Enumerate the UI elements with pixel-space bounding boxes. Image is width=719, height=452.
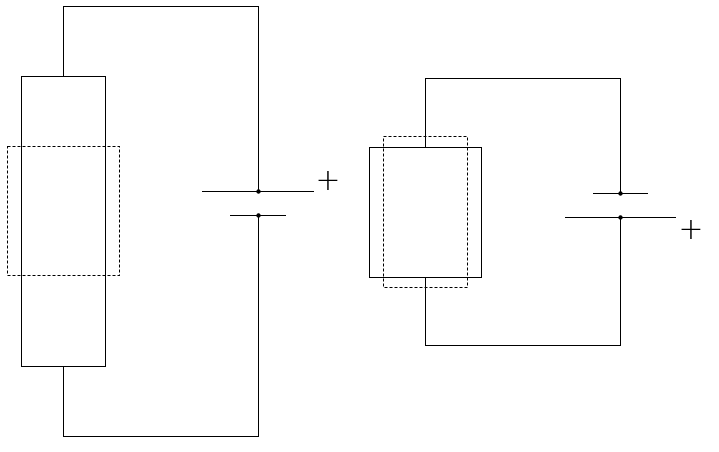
right-resistor-solid-body [369, 147, 482, 278]
right-battery-bottom-node [618, 215, 623, 220]
left-resistor-dashed-outline [7, 146, 120, 276]
left-plus-sign: + [315, 163, 340, 198]
left-bottom-wire [63, 215, 259, 437]
left-battery-bottom-node [256, 213, 261, 218]
right-bottom-wire [425, 217, 621, 346]
right-circuit: + [369, 78, 704, 346]
left-circuit: + [7, 6, 341, 437]
right-plus-sign: + [678, 212, 703, 247]
right-battery-top-node [618, 191, 623, 196]
left-top-wire [63, 6, 259, 192]
right-top-wire [425, 78, 621, 194]
right-resistor-dashed-outline [383, 136, 468, 288]
left-resistor-solid-body [21, 76, 106, 367]
left-battery-top-node [256, 189, 261, 194]
